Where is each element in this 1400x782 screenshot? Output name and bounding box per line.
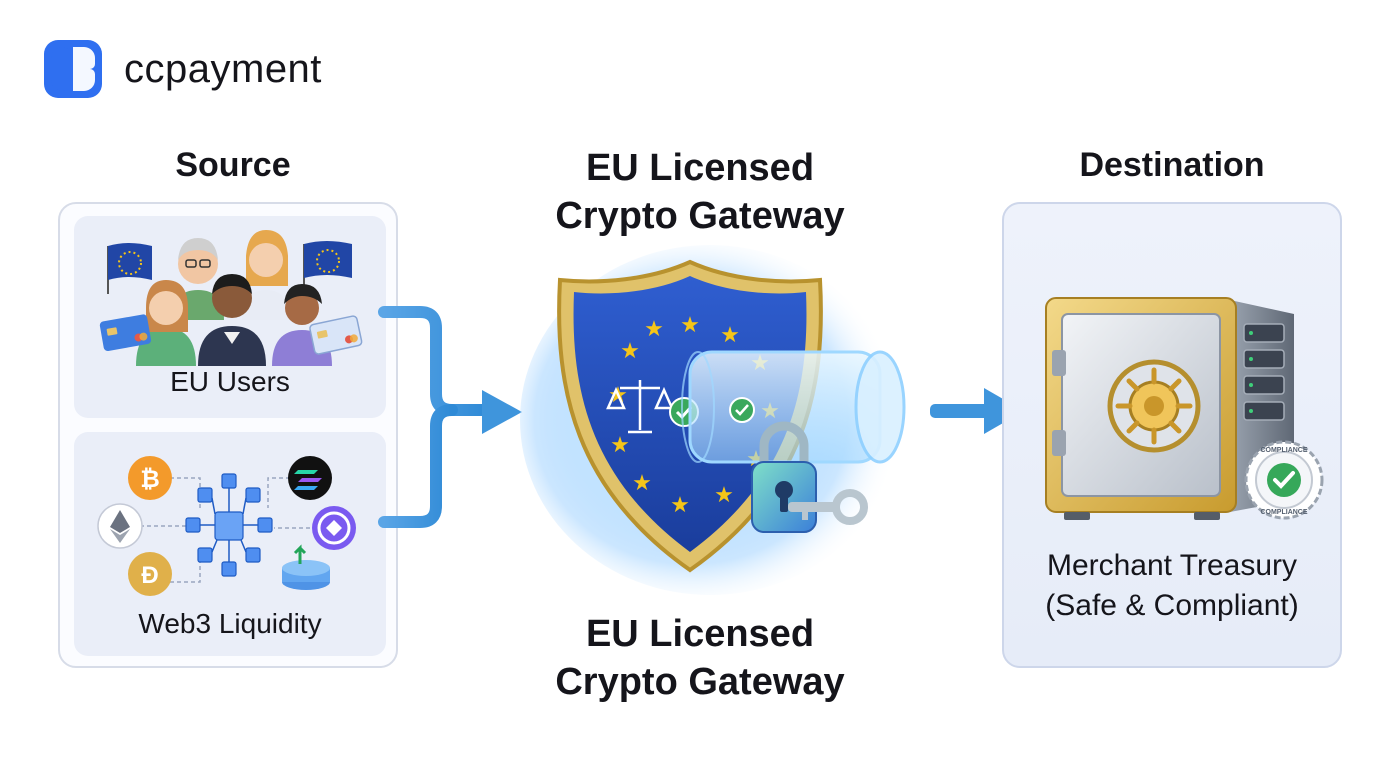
- svg-text:COMPLIANCE: COMPLIANCE: [1260, 509, 1307, 516]
- gateway-title-line2: Crypto Gateway: [555, 195, 845, 237]
- web3-liquidity-label: Web3 Liquidity: [138, 608, 322, 639]
- gateway-title-line1: EU Licensed: [585, 147, 815, 189]
- web3-liquidity-illustration: ₿ Ð: [97, 456, 356, 596]
- merchant-treasury-label-line2: (Safe & Compliant): [1045, 589, 1299, 622]
- destination-panel: COMPLIANCE COMPLIANCE Merchant Treasury …: [1002, 202, 1342, 668]
- key-icon: [788, 489, 868, 525]
- svg-text:COMPLIANCE: COMPLIANCE: [1260, 447, 1307, 454]
- svg-text:★: ★: [610, 432, 630, 457]
- ccpayment-logo-icon: [44, 40, 102, 98]
- svg-text:★: ★: [644, 316, 664, 341]
- merchant-treasury-label-line1: Merchant Treasury: [1046, 549, 1298, 582]
- eu-flag-left-icon: [107, 243, 152, 294]
- arrow-head-icon: [482, 390, 522, 434]
- eu-users-label: EU Users: [170, 366, 290, 397]
- liquidity-pool-icon: [282, 544, 330, 590]
- eu-users-illustration: [99, 230, 363, 366]
- token-coin-icon: [312, 506, 356, 550]
- compliance-badge-icon: COMPLIANCE COMPLIANCE: [1244, 440, 1324, 520]
- source-heading: Source: [175, 146, 291, 184]
- destination-arrow: [930, 404, 990, 418]
- credit-card-icon: [309, 315, 363, 355]
- brand: ccpayment: [44, 40, 322, 98]
- gateway-shield-illustration: ★ ★ ★ ★ ★ ★ ★ ★ ★ ★ ★ ★: [520, 245, 906, 595]
- source-panel: EU Users: [58, 202, 398, 668]
- check-badge-icon: [729, 397, 755, 423]
- gateway-subtitle-line1: EU Licensed: [585, 613, 815, 655]
- gateway-subtitle: EU Licensed Crypto Gateway: [500, 610, 900, 706]
- ethereum-coin-icon: [97, 503, 143, 549]
- svg-text:★: ★: [632, 470, 652, 495]
- safe-icon: [1045, 297, 1294, 520]
- solana-coin-icon: [288, 456, 332, 500]
- scales-of-justice-icon: [606, 380, 674, 434]
- svg-text:★: ★: [620, 338, 640, 363]
- svg-text:★: ★: [670, 492, 690, 517]
- gateway-title: EU Licensed Crypto Gateway: [500, 144, 900, 240]
- merchant-safe-illustration: COMPLIANCE COMPLIANCE: [1045, 297, 1324, 520]
- blockchain-network-icon: [185, 473, 273, 577]
- eu-flag-right-icon: [303, 241, 352, 292]
- gateway-subtitle-line2: Crypto Gateway: [555, 661, 845, 703]
- svg-text:★: ★: [680, 312, 700, 337]
- destination-heading: Destination: [1079, 146, 1265, 184]
- person-avatar-icon: [136, 280, 196, 366]
- svg-text:₿: ₿: [140, 466, 160, 493]
- eu-users-card: EU Users: [74, 216, 386, 418]
- gateway-tunnel-icon: [681, 350, 906, 464]
- bitcoin-coin-icon: ₿: [128, 456, 172, 500]
- svg-text:★: ★: [714, 482, 734, 507]
- credit-card-icon: [99, 314, 152, 352]
- merchant-treasury-label: Merchant Treasury (Safe & Compliant): [1004, 546, 1340, 626]
- svg-text:★: ★: [720, 322, 740, 347]
- web3-liquidity-card: ₿ Ð: [74, 432, 386, 656]
- padlock-icon: [751, 421, 817, 533]
- brand-name: ccpayment: [124, 46, 322, 91]
- person-avatar-icon: [198, 274, 266, 366]
- source-merge-arrow: [378, 306, 494, 528]
- dogecoin-coin-icon: Ð: [128, 552, 172, 596]
- person-avatar-icon: [242, 230, 290, 320]
- svg-text:Ð: Ð: [141, 562, 158, 589]
